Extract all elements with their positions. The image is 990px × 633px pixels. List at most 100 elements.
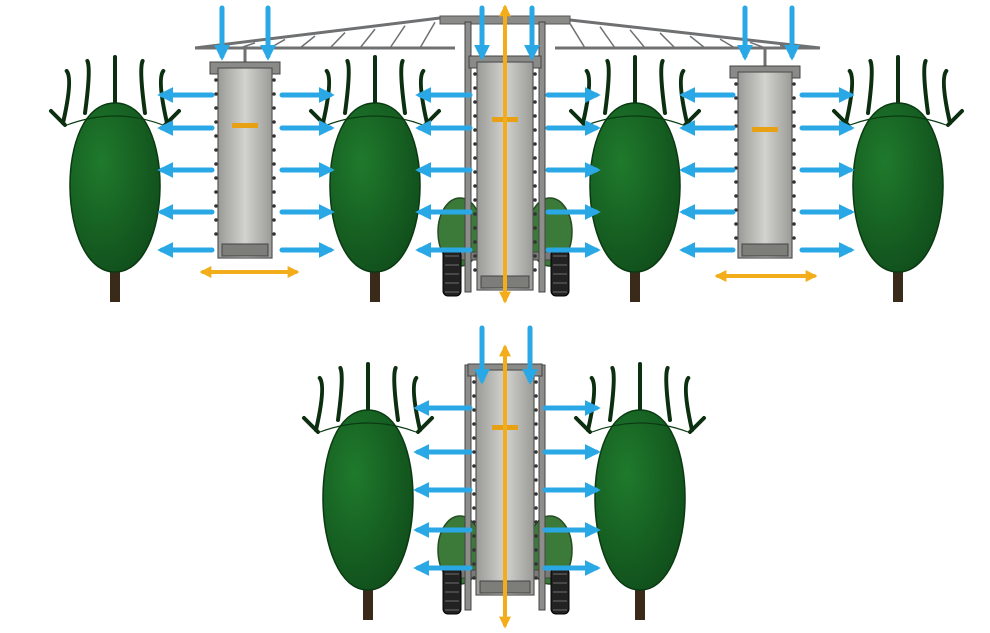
nozzle	[792, 96, 796, 100]
branch	[866, 59, 874, 115]
nozzle	[533, 72, 537, 76]
nozzle	[534, 380, 538, 384]
nozzle	[214, 190, 218, 194]
nozzle	[472, 562, 476, 566]
nozzle	[214, 232, 218, 236]
tree-icon	[832, 55, 964, 302]
nozzle	[534, 576, 538, 580]
tractor-wheel	[442, 249, 462, 297]
branch	[392, 366, 400, 422]
nozzle	[214, 78, 218, 82]
nozzle	[473, 226, 477, 230]
tree-trunk	[893, 264, 903, 302]
boom-strut	[629, 29, 646, 49]
nozzle	[214, 106, 218, 110]
branch	[61, 69, 72, 125]
nozzle	[533, 128, 537, 132]
branch	[416, 416, 434, 434]
nozzle	[734, 96, 738, 100]
tree-icon	[49, 55, 181, 302]
tree-icon	[302, 362, 434, 620]
branch	[603, 59, 611, 115]
nozzle	[214, 162, 218, 166]
nozzle	[792, 138, 796, 142]
nozzle	[473, 128, 477, 132]
tree-canopy	[69, 102, 161, 273]
nozzle	[272, 190, 276, 194]
canopy-line	[849, 115, 947, 126]
nozzle	[533, 114, 537, 118]
nozzle	[792, 180, 796, 184]
branch	[941, 69, 952, 125]
nozzle	[272, 218, 276, 222]
nozzle	[272, 106, 276, 110]
nozzle	[533, 240, 537, 244]
tower-base	[741, 243, 789, 257]
boom-beam	[569, 18, 821, 50]
nozzle	[534, 436, 538, 440]
branch	[411, 376, 422, 432]
canopy-line	[326, 115, 424, 126]
nozzle	[534, 548, 538, 552]
side-rail	[464, 21, 472, 293]
branch	[922, 59, 930, 115]
nozzle	[472, 450, 476, 454]
nozzle	[734, 82, 738, 86]
boom-strut	[659, 32, 676, 49]
nozzle	[473, 142, 477, 146]
nozzle	[272, 148, 276, 152]
nozzle	[792, 208, 796, 212]
boom-strut	[599, 26, 616, 49]
tractor-wheel	[550, 249, 570, 297]
nozzle	[534, 408, 538, 412]
nozzle	[473, 72, 477, 76]
nozzle	[472, 520, 476, 524]
boom-strut	[239, 42, 256, 49]
nozzle	[533, 254, 537, 258]
nozzle	[534, 464, 538, 468]
branch	[343, 59, 351, 115]
nozzle	[792, 194, 796, 198]
nozzle	[472, 478, 476, 482]
branch	[302, 416, 320, 434]
multi-row-configuration	[49, 4, 964, 304]
nozzle	[272, 134, 276, 138]
tower-body	[737, 71, 793, 259]
nozzle	[533, 170, 537, 174]
nozzle	[734, 110, 738, 114]
boom-strut	[329, 32, 346, 49]
branch	[608, 366, 616, 422]
tower-logo	[752, 127, 778, 132]
nozzle	[533, 142, 537, 146]
nozzle	[473, 254, 477, 258]
nozzle	[272, 176, 276, 180]
nozzle	[533, 212, 537, 216]
boom-strut	[389, 25, 406, 49]
boom-beam	[194, 16, 441, 50]
nozzle	[534, 422, 538, 426]
nozzle	[734, 152, 738, 156]
nozzle	[792, 236, 796, 240]
tree-icon	[574, 362, 706, 620]
tree-canopy	[589, 102, 681, 273]
nozzle	[473, 100, 477, 104]
nozzle	[473, 240, 477, 244]
branch	[49, 109, 67, 127]
sprayer-tower	[209, 61, 281, 259]
nozzle	[534, 534, 538, 538]
branch	[688, 416, 706, 434]
nozzle	[534, 478, 538, 482]
nozzle	[272, 120, 276, 124]
boom-strut	[359, 28, 376, 49]
nozzle	[472, 422, 476, 426]
nozzle	[473, 268, 477, 272]
nozzle	[473, 86, 477, 90]
branch	[314, 376, 325, 432]
nozzle	[472, 380, 476, 384]
branch	[586, 376, 597, 432]
sprayer-tower	[729, 65, 801, 259]
boom-strut	[749, 41, 766, 49]
boom-strut	[299, 35, 316, 49]
nozzle	[472, 436, 476, 440]
